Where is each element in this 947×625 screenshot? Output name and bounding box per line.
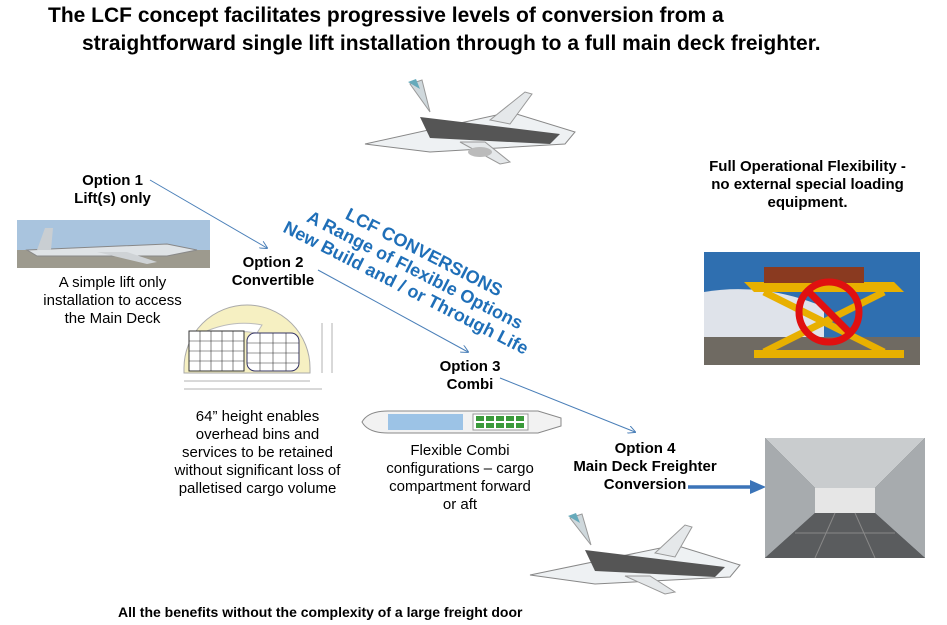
arrow-option-2-to-3 bbox=[317, 269, 468, 352]
tanker-aircraft-photo bbox=[17, 220, 210, 268]
freighter-cutaway-image bbox=[529, 513, 741, 595]
option-1-label: Option 1 Lift(s) only bbox=[40, 172, 185, 208]
airliner-cutaway-image bbox=[364, 79, 576, 165]
desc-line: the Main Deck bbox=[64, 310, 161, 327]
arrow-option-1-to-2 bbox=[149, 179, 267, 248]
desc-line: Flexible Combi bbox=[410, 442, 510, 459]
option-2-subtitle: Convertible bbox=[231, 272, 315, 289]
arrow-to-freighter-interior bbox=[688, 480, 766, 494]
option-2-label: Option 2 Convertible bbox=[203, 254, 343, 290]
freighter-interior-photo bbox=[765, 438, 925, 558]
note-line: no external special loading bbox=[711, 176, 904, 193]
desc-line: A simple lift only bbox=[58, 274, 167, 291]
desc-line: configurations – cargo bbox=[386, 460, 534, 477]
desc-line: palletised cargo volume bbox=[178, 480, 337, 497]
option-3-description: Flexible Combi configurations – cargo co… bbox=[370, 442, 550, 514]
option-1-subtitle: Lift(s) only bbox=[74, 190, 151, 207]
cargo-loader-photo bbox=[704, 252, 920, 365]
desc-line: compartment forward bbox=[389, 478, 531, 495]
combi-cabin-layout-diagram bbox=[361, 410, 562, 434]
option-3-title: Option 3 bbox=[439, 358, 501, 375]
arrow-option-3-to-4 bbox=[499, 377, 635, 432]
option-3-label: Option 3 Combi bbox=[400, 358, 540, 394]
desc-line: without significant loss of bbox=[174, 462, 341, 479]
option-2-description: 64” height enables overhead bins and ser… bbox=[160, 408, 355, 498]
desc-line: or aft bbox=[442, 496, 478, 513]
title-line-2: straightforward single lift installation… bbox=[82, 32, 821, 55]
desc-line: installation to access bbox=[43, 292, 182, 309]
option-2-title: Option 2 bbox=[242, 254, 304, 271]
option-3-subtitle: Combi bbox=[446, 376, 494, 393]
operational-flexibility-note: Full Operational Flexibility - no extern… bbox=[690, 158, 925, 212]
option-1-description: A simple lift only installation to acces… bbox=[30, 274, 195, 328]
option-4-subtitle: Main Deck Freighter bbox=[573, 458, 717, 475]
desc-line: overhead bins and bbox=[195, 426, 320, 443]
title-line-1: The LCF concept facilitates progressive … bbox=[48, 4, 724, 27]
option-4-subtitle-2: Conversion bbox=[603, 476, 687, 493]
fuselage-cross-section-diagram bbox=[183, 304, 333, 390]
desc-line: services to be retained bbox=[182, 444, 333, 461]
desc-line: 64” height enables bbox=[195, 408, 320, 425]
note-line: Full Operational Flexibility - bbox=[709, 158, 906, 175]
option-4-title: Option 4 bbox=[614, 440, 676, 457]
option-1-title: Option 1 bbox=[82, 172, 143, 189]
option-4-label: Option 4 Main Deck Freighter Conversion bbox=[560, 440, 730, 494]
footer-note: All the benefits without the complexity … bbox=[118, 604, 523, 620]
note-line: equipment. bbox=[767, 194, 848, 211]
